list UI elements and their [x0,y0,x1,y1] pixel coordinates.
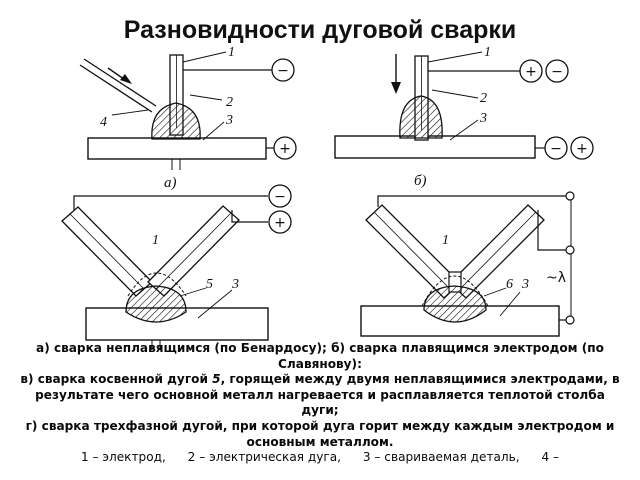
sign-minus: − [277,63,289,79]
sign-plus: + [525,64,537,80]
three-phase-symbol: ~λ [546,270,566,286]
panel-label-a: а) [164,175,177,191]
panel-b: + − − + 1 2 3 б) [334,45,594,189]
callout-5: 5 [206,277,213,292]
panel-g: ~λ 1 6 3 [360,191,575,337]
panel-label-b: б) [414,173,427,189]
callout-3: 3 [231,277,239,292]
sign-plus: + [274,215,286,231]
panel-v-plus-terminal: + [268,210,292,234]
callout-1: 1 [228,45,235,60]
callout-1: 1 [442,233,449,248]
caption-line-v-start: в) сварка косвенной дугой [20,372,213,387]
callout-3: 3 [521,277,529,292]
sign-minus: − [551,64,563,80]
panel-a: − + 1 2 3 4 а) [79,45,297,191]
sign-plus: + [279,141,291,157]
caption-line-v: в) сварка косвенной дугой 5, горящей меж… [20,372,620,419]
panel-a-plus-terminal: + [273,136,297,160]
caption-legend: 1 – электрод, 2 – электрическая дуга, 3 … [20,450,620,466]
panel-b-top-terminals: + − [519,59,569,83]
callout-1: 1 [484,45,491,60]
legend-item-2: 2 – электрическая дуга, [187,450,341,465]
panel-a-minus-terminal: − [271,58,295,82]
callout-3: 3 [479,111,487,126]
callout-6: 6 [506,277,513,292]
sign-plus: + [576,141,588,157]
panel-v-minus-terminal: − [268,184,292,208]
figure-caption: а) сварка неплавящимся (по Бенардосу); б… [20,341,620,466]
caption-line-a: а) сварка неплавящимся (по Бенардосу); б… [36,341,604,371]
panel-b-bottom-terminals: − + [544,136,594,160]
caption-line-v-end: , горящей между двумя неплавящимися элек… [35,372,620,418]
callout-3: 3 [225,113,233,128]
sign-minus: − [274,189,286,205]
caption-line-g: г) сварка трехфазной дугой, при которой … [25,418,615,449]
legend-item-1: 1 – электрод, [80,450,166,465]
callout-2: 2 [480,91,487,106]
callout-4: 4 [100,115,107,130]
slide-title: Разновидности дуговой сварки [123,16,517,44]
callout-1: 1 [152,233,159,248]
legend-item-3: 3 – свариваемая деталь, [362,450,520,465]
caption-line-v-number: 5 [212,372,221,387]
legend-item-4: 4 – [541,450,560,465]
callout-2: 2 [226,95,233,110]
sign-minus: − [550,141,562,157]
panel-v: − + 1 5 3 [61,184,292,350]
